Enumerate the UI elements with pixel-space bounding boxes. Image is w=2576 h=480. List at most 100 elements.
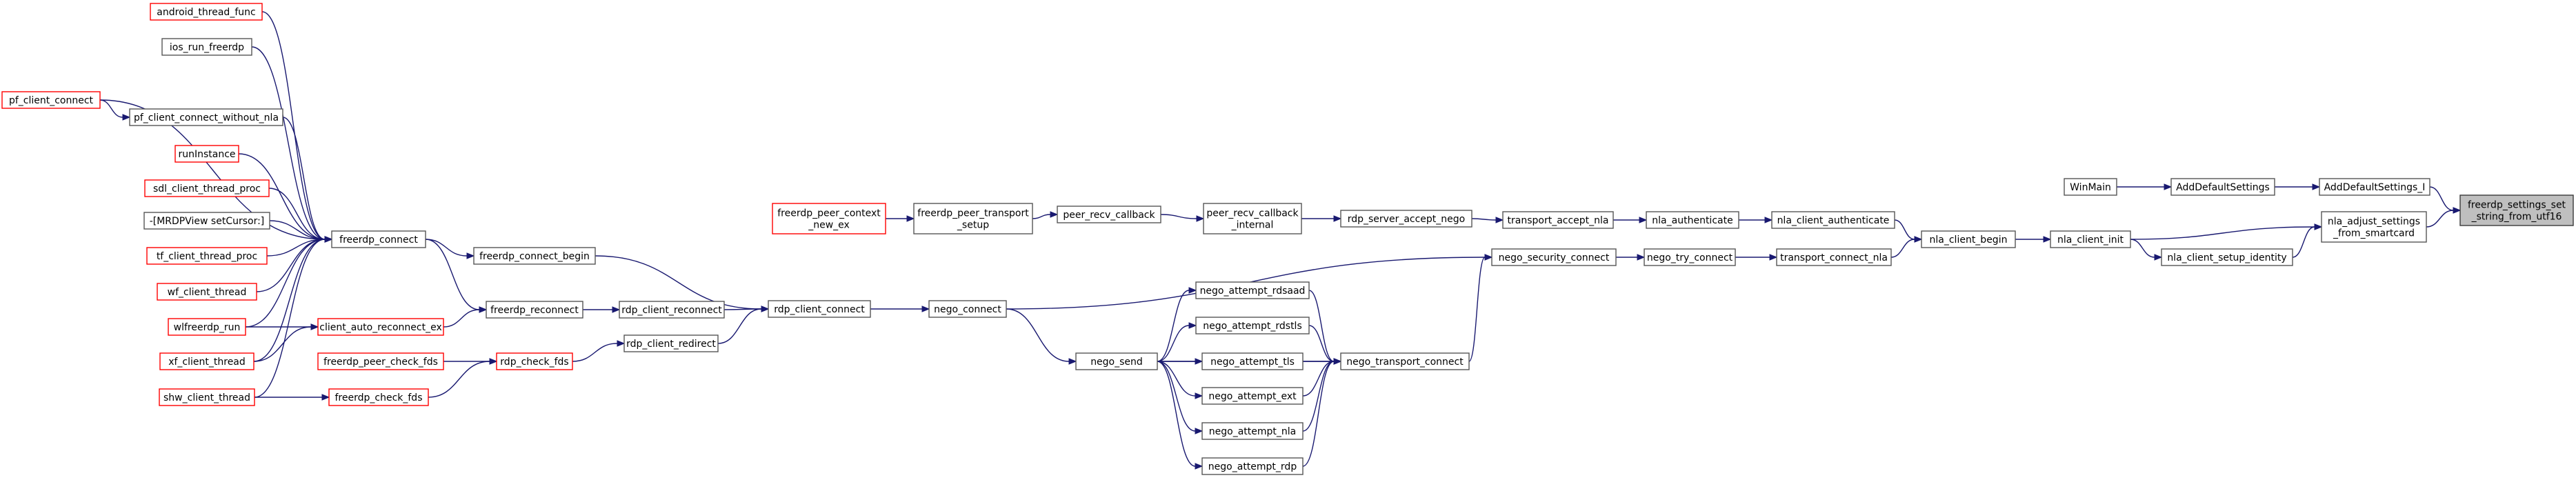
node-mrdpview-setcursor[interactable]: -[MRDPView setCursor:] (143, 212, 270, 230)
node-pf-client-connect[interactable]: pf_client_connect (1, 91, 101, 109)
node-runinstance[interactable]: runInstance (174, 145, 239, 163)
node-box-xf-client-thread[interactable] (159, 352, 254, 370)
node-box-nla-adjust-settings-from-smartcard[interactable] (2321, 211, 2427, 243)
node-freerdp-check-fds[interactable]: freerdp_check_fds (328, 388, 429, 406)
node-box-nla-client-init[interactable] (2050, 230, 2131, 248)
node-box-peer-recv-callback[interactable] (1057, 206, 1161, 223)
node-nego-transport-connect[interactable]: nego_transport_connect (1340, 352, 1470, 370)
node-box-rdp-client-reconnect[interactable] (619, 301, 725, 319)
node-box-client-auto-reconnect-ex[interactable] (317, 318, 444, 336)
node-nego-attempt-tls[interactable]: nego_attempt_tls (1201, 352, 1304, 370)
node-box-shw-client-thread[interactable] (159, 388, 255, 406)
node-nego-attempt-nla[interactable]: nego_attempt_nla (1201, 422, 1304, 440)
node-nego-attempt-ext[interactable]: nego_attempt_ext (1201, 387, 1304, 405)
node-box-transport-accept-nla[interactable] (1502, 211, 1614, 229)
node-box-android-thread-func[interactable] (150, 3, 263, 21)
node-transport-accept-nla[interactable]: transport_accept_nla (1502, 211, 1614, 229)
node-box-tf-client-thread-proc[interactable] (146, 247, 268, 265)
node-wf-client-thread[interactable]: wf_client_thread (157, 283, 257, 301)
node-rdp-server-accept-nego[interactable]: rdp_server_accept_nego (1340, 210, 1472, 228)
node-box-nego-attempt-nla[interactable] (1201, 422, 1304, 440)
node-box-freerdp-connect[interactable] (331, 230, 426, 248)
node-box-adddefaultsettings[interactable] (2170, 178, 2275, 196)
node-nla-client-authenticate[interactable]: nla_client_authenticate (1771, 211, 1895, 229)
node-box-freerdp-reconnect[interactable] (486, 301, 583, 319)
node-nla-adjust-settings-from-smartcard[interactable]: nla_adjust_settings_from_smartcard (2321, 211, 2427, 243)
node-box-wf-client-thread[interactable] (157, 283, 257, 301)
node-box-nego-transport-connect[interactable] (1340, 352, 1470, 370)
node-adddefaultsettings[interactable]: AddDefaultSettings (2170, 178, 2275, 196)
node-box-nego-try-connect[interactable] (1644, 248, 1736, 266)
node-nego-security-connect[interactable]: nego_security_connect (1491, 248, 1617, 266)
node-box-pf-client-connect-without-nla[interactable] (129, 108, 283, 126)
node-winmain[interactable]: WinMain (2064, 178, 2117, 196)
node-freerdp-peer-context-new-ex[interactable]: freerdp_peer_context_new_ex (772, 203, 886, 234)
node-peer-recv-callback[interactable]: peer_recv_callback (1057, 206, 1161, 223)
node-android-thread-func[interactable]: android_thread_func (150, 3, 263, 21)
node-box-pf-client-connect[interactable] (1, 91, 101, 109)
node-pf-client-connect-without-nla[interactable]: pf_client_connect_without_nla (129, 108, 283, 126)
node-freerdp-connect[interactable]: freerdp_connect (331, 230, 426, 248)
node-box-nla-client-authenticate[interactable] (1771, 211, 1895, 229)
node-nego-attempt-rdstls[interactable]: nego_attempt_rdstls (1195, 317, 1310, 334)
node-nla-client-init[interactable]: nla_client_init (2050, 230, 2131, 248)
node-box-nla-client-begin[interactable] (1921, 230, 2016, 248)
node-box-nego-attempt-tls[interactable] (1201, 352, 1304, 370)
node-box-nla-authenticate[interactable] (1646, 211, 1739, 229)
node-xf-client-thread[interactable]: xf_client_thread (159, 352, 254, 370)
node-box-freerdp-check-fds[interactable] (328, 388, 429, 406)
node-nla-client-begin[interactable]: nla_client_begin (1921, 230, 2016, 248)
node-box-freerdp-connect-begin[interactable] (473, 247, 596, 265)
node-nego-attempt-rdsaad[interactable]: nego_attempt_rdsaad (1195, 281, 1310, 299)
node-rdp-client-reconnect[interactable]: rdp_client_reconnect (619, 301, 725, 319)
node-nego-attempt-rdp[interactable]: nego_attempt_rdp (1201, 457, 1304, 475)
node-freerdp-reconnect[interactable]: freerdp_reconnect (486, 301, 583, 319)
node-box-transport-connect-nla[interactable] (1776, 248, 1892, 266)
node-box-nego-attempt-rdstls[interactable] (1195, 317, 1310, 334)
node-freerdp-settings-set-string-from-utf16[interactable]: freerdp_settings_set_string_from_utf16 (2459, 194, 2574, 226)
node-box-nego-attempt-ext[interactable] (1201, 387, 1304, 405)
node-wlfreerdp-run[interactable]: wlfreerdp_run (168, 318, 246, 336)
node-box-ios-run-freerdp[interactable] (161, 38, 252, 56)
node-freerdp-connect-begin[interactable]: freerdp_connect_begin (473, 247, 596, 265)
node-box-winmain[interactable] (2064, 178, 2117, 196)
node-box-nego-send[interactable] (1075, 352, 1158, 370)
node-box-runinstance[interactable] (174, 145, 239, 163)
node-nego-try-connect[interactable]: nego_try_connect (1644, 248, 1736, 266)
node-ios-run-freerdp[interactable]: ios_run_freerdp (161, 38, 252, 56)
node-nego-send[interactable]: nego_send (1075, 352, 1158, 370)
node-nla-client-setup-identity[interactable]: nla_client_setup_identity (2161, 248, 2293, 266)
node-nla-authenticate[interactable]: nla_authenticate (1646, 211, 1739, 229)
node-adddefaultsettings-i[interactable]: AddDefaultSettings_I (2319, 178, 2430, 196)
node-box-rdp-client-redirect[interactable] (623, 334, 719, 352)
node-box-nego-attempt-rdsaad[interactable] (1195, 281, 1310, 299)
node-box-rdp-server-accept-nego[interactable] (1340, 210, 1472, 228)
node-sdl-client-thread-proc[interactable]: sdl_client_thread_proc (144, 179, 270, 197)
node-peer-recv-callback-internal[interactable]: peer_recv_callback_internal (1203, 203, 1302, 234)
node-client-auto-reconnect-ex[interactable]: client_auto_reconnect_ex (317, 318, 444, 336)
node-box-freerdp-settings-set-string-from-utf16[interactable] (2459, 194, 2574, 226)
node-box-nego-connect[interactable] (928, 300, 1007, 318)
node-transport-connect-nla[interactable]: transport_connect_nla (1776, 248, 1892, 266)
node-box-nego-attempt-rdp[interactable] (1201, 457, 1304, 475)
node-rdp-client-redirect[interactable]: rdp_client_redirect (623, 334, 719, 352)
node-box-adddefaultsettings-i[interactable] (2319, 178, 2430, 196)
node-box-peer-recv-callback-internal[interactable] (1203, 203, 1302, 234)
node-freerdp-peer-check-fds[interactable]: freerdp_peer_check_fds (317, 352, 444, 370)
node-box-wlfreerdp-run[interactable] (168, 318, 246, 336)
node-freerdp-peer-transport-setup[interactable]: freerdp_peer_transport_setup (913, 203, 1033, 234)
node-box-rdp-check-fds[interactable] (496, 352, 573, 370)
node-nego-connect[interactable]: nego_connect (928, 300, 1007, 318)
node-rdp-client-connect[interactable]: rdp_client_connect (768, 300, 871, 318)
node-rdp-check-fds[interactable]: rdp_check_fds (496, 352, 573, 370)
node-box-sdl-client-thread-proc[interactable] (144, 179, 270, 197)
node-shw-client-thread[interactable]: shw_client_thread (159, 388, 255, 406)
node-box-freerdp-peer-check-fds[interactable] (317, 352, 444, 370)
node-box-mrdpview-setcursor[interactable] (143, 212, 270, 230)
node-box-nego-security-connect[interactable] (1491, 248, 1617, 266)
node-box-nla-client-setup-identity[interactable] (2161, 248, 2293, 266)
node-tf-client-thread-proc[interactable]: tf_client_thread_proc (146, 247, 268, 265)
node-box-freerdp-peer-transport-setup[interactable] (913, 203, 1033, 234)
node-box-freerdp-peer-context-new-ex[interactable] (772, 203, 886, 234)
node-box-rdp-client-connect[interactable] (768, 300, 871, 318)
